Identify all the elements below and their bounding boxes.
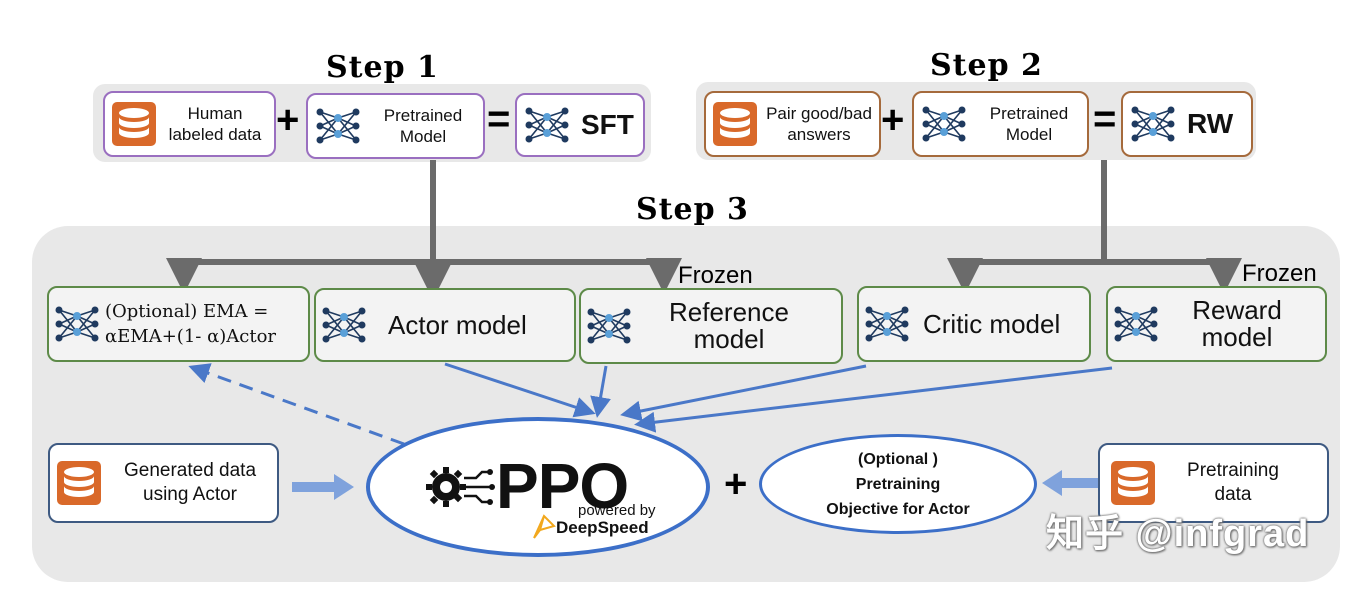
ema-line2: αEMA+(1- α)Actor	[105, 326, 277, 347]
step1-equals: =	[487, 97, 511, 141]
neural-network-icon	[922, 106, 966, 142]
reward-model-label: Reward model	[1192, 294, 1282, 352]
arrow-generated-to-ppo	[292, 474, 354, 500]
rw-box: RW	[1121, 91, 1253, 157]
step2-equals: =	[1093, 97, 1117, 141]
ema-box: (Optional) EMA = αEMA+(1- α)Actor	[47, 286, 310, 362]
human-labeled-data-box: Human labeled data	[103, 91, 276, 157]
step3-title: Step 3	[636, 192, 749, 227]
arrow-ppo-to-ema-dashed	[188, 363, 405, 446]
step1-pretrained-model-label: Pretrained Model	[383, 105, 463, 146]
sft-label: SFT	[581, 109, 634, 140]
ema-label: (Optional) EMA = αEMA+(1- α)Actor	[105, 299, 276, 349]
step2-title: Step 2	[930, 48, 1043, 83]
ema-line1: (Optional) EMA =	[105, 300, 269, 322]
step1-plus: +	[276, 98, 300, 142]
arrow-reward-to-ppo	[634, 366, 1113, 433]
generated-data-box: Generated data using Actor	[48, 443, 279, 523]
neural-network-icon	[322, 307, 366, 343]
step2-pretrained-model-box: Pretrained Model	[912, 91, 1089, 157]
gear-circuit-icon	[426, 467, 495, 507]
pretraining-objective-line1: (Optional )	[858, 451, 938, 468]
pretraining-objective-ellipse	[759, 434, 1037, 534]
pretraining-data-box: Pretraining data	[1098, 443, 1329, 523]
actor-model-label: Actor model	[388, 309, 527, 340]
ppo-label: PPO	[496, 450, 629, 522]
step2-pretrained-model-label: Pretrained Model	[989, 103, 1069, 144]
sft-box: SFT	[515, 93, 645, 157]
frozen-label-reference: Frozen	[678, 262, 753, 289]
objective-plus: +	[724, 462, 748, 506]
neural-network-icon	[1131, 106, 1175, 142]
arrow-reference-to-ppo	[590, 365, 611, 418]
neural-network-icon	[1114, 306, 1158, 342]
reference-model-box: Reference model	[579, 288, 843, 364]
actor-model-box: Actor model	[314, 288, 576, 362]
step2-plus: +	[881, 98, 905, 142]
neural-network-icon	[55, 306, 99, 342]
database-icon	[112, 102, 156, 146]
critic-model-box: Critic model	[857, 286, 1091, 362]
human-labeled-data-label: Human labeled data	[168, 103, 262, 144]
pair-answers-box: Pair good/bad answers	[704, 91, 881, 157]
critic-model-label: Critic model	[923, 308, 1061, 339]
reference-model-label: Reference model	[669, 296, 789, 354]
frozen-label-reward: Frozen	[1242, 260, 1317, 287]
database-icon	[57, 461, 101, 505]
step1-title: Step 1	[326, 50, 439, 85]
arrow-pretraining-to-objective	[1042, 470, 1098, 496]
pretraining-objective-line2: Pretraining	[855, 475, 941, 493]
rw-label: RW	[1187, 108, 1234, 139]
pair-answers-label: Pair good/bad answers	[766, 103, 872, 144]
neural-network-icon	[525, 107, 569, 143]
pretraining-objective-label: (Optional ) Pretraining Objective for Ac…	[798, 448, 998, 522]
deepspeed-logo-icon	[533, 514, 556, 539]
pretraining-objective-line3: Objective for Actor	[826, 500, 970, 518]
pretraining-data-label: Pretraining data	[1187, 460, 1279, 505]
arrow-actor-to-ppo	[444, 362, 596, 418]
database-icon	[713, 102, 757, 146]
deepspeed-label: DeepSpeed	[556, 518, 649, 537]
watermark: 知乎 @infgrad	[1046, 513, 1310, 555]
step1-pretrained-model-box: Pretrained Model	[306, 93, 485, 159]
generated-data-label: Generated data using Actor	[123, 460, 257, 505]
arrow-critic-to-ppo	[620, 364, 867, 422]
neural-network-icon	[865, 306, 909, 342]
neural-network-icon	[587, 308, 631, 344]
database-icon	[1111, 461, 1155, 505]
reward-model-box: Reward model	[1106, 286, 1327, 362]
powered-by-label: powered by	[578, 502, 656, 519]
neural-network-icon	[316, 108, 360, 144]
